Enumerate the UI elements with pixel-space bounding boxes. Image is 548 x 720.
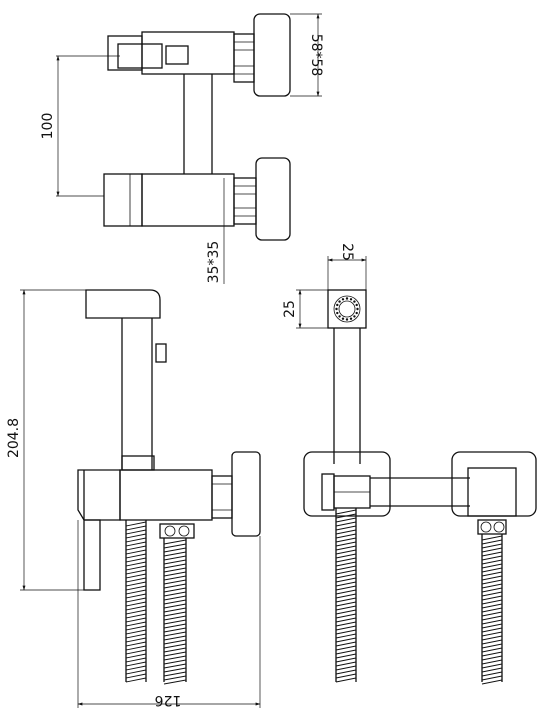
side-nut: [211, 475, 233, 519]
top-view: 58*58 100 35*35: [40, 13, 324, 284]
front-holder: [321, 473, 335, 511]
dim-head-depth: 25: [282, 300, 298, 318]
handset-head: [85, 289, 161, 319]
front-view: 25 25: [282, 243, 537, 685]
lower-cap: [103, 173, 143, 227]
upper-wall-flange: [253, 13, 291, 97]
side-valve-stem: [83, 519, 101, 591]
front-right-square: [467, 467, 517, 517]
lower-body: [141, 173, 235, 227]
side-hose-left: [125, 520, 147, 683]
front-right-connector: [477, 519, 507, 535]
side-connector: [159, 523, 195, 539]
upper-nut: [233, 33, 255, 83]
upper-holder: [107, 35, 143, 71]
dim-spacing: 100: [40, 113, 56, 140]
dim-height: 204.8: [6, 418, 22, 458]
front-head: [327, 289, 367, 329]
side-view: 204.8 126: [6, 289, 261, 708]
side-hose-right: [163, 538, 187, 685]
side-flange: [231, 451, 261, 537]
side-body: [119, 469, 213, 521]
side-holder: [77, 469, 121, 521]
lower-wall-flange: [255, 157, 291, 241]
nozzle-dots: [335, 297, 359, 321]
lower-nut: [233, 177, 257, 225]
trigger: [155, 343, 167, 363]
upper-holder-clip: [165, 45, 189, 65]
front-hose-left: [335, 508, 357, 683]
front-hose-right: [481, 534, 503, 685]
dim-top-square: 58*58: [308, 34, 324, 77]
dim-overall-width: 126: [155, 692, 182, 708]
handset-collar: [121, 455, 155, 471]
dim-nut-square: 35*35: [206, 241, 222, 284]
upper-holder-inner: [117, 43, 163, 69]
dim-head-width: 25: [339, 243, 355, 261]
